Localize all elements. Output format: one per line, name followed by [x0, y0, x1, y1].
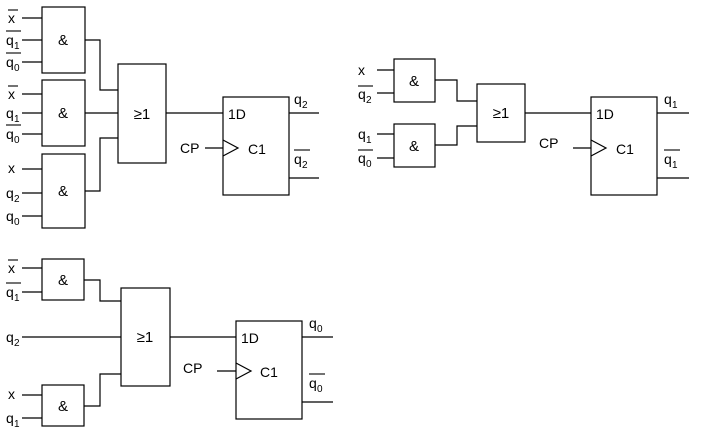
svg-text:q: q — [309, 315, 317, 331]
svg-text:0: 0 — [366, 159, 372, 170]
svg-text:q: q — [309, 375, 317, 391]
svg-text:q: q — [6, 329, 14, 345]
svg-text:2: 2 — [302, 160, 308, 171]
svg-text:q: q — [6, 54, 14, 70]
svg-text:q: q — [664, 91, 672, 107]
svg-text:0: 0 — [14, 135, 20, 146]
svg-text:q: q — [294, 151, 302, 167]
svg-text:q: q — [6, 185, 14, 201]
output-q1: q 1 — [664, 91, 678, 111]
svg-text:1: 1 — [14, 293, 20, 304]
svg-text:q: q — [6, 126, 14, 142]
svg-text:q: q — [6, 410, 14, 426]
svg-text:q: q — [6, 32, 14, 48]
input-x-d: x — [358, 62, 365, 78]
output-q0-bar: q 0 — [309, 373, 325, 395]
ff-d-label: 1D — [241, 330, 259, 346]
input-q2-c: q 2 — [6, 185, 20, 205]
and-gate-g — [41, 384, 85, 427]
d-flip-flop — [235, 320, 303, 420]
input-q0-bar-b: q 0 — [6, 124, 21, 146]
and-gate-g-label: & — [58, 398, 68, 415]
svg-text:1: 1 — [366, 135, 372, 146]
svg-text:1: 1 — [14, 41, 20, 52]
svg-text:0: 0 — [14, 217, 20, 228]
svg-text:1: 1 — [14, 419, 20, 430]
input-x-bar-a: x — [8, 10, 15, 26]
svg-text:2: 2 — [14, 194, 20, 205]
or-gate-label: ≥1 — [137, 329, 154, 346]
svg-text:q: q — [6, 105, 14, 121]
output-q0: q 0 — [309, 315, 323, 335]
output-q2-bar: q 2 — [294, 149, 310, 171]
svg-text:q: q — [358, 86, 366, 102]
input-q0-bar-e: q 0 — [358, 149, 373, 170]
input-q1-g: q 1 — [6, 410, 20, 430]
input-q1-bar-f: q 1 — [6, 282, 21, 304]
cp-label: CP — [183, 360, 202, 376]
and-gate-a-label: & — [58, 32, 68, 49]
ff-d-label: 1D — [596, 106, 614, 122]
svg-text:q: q — [358, 126, 366, 142]
and-gate-d — [393, 58, 436, 103]
input-q1-b: q 1 — [6, 105, 20, 125]
or-gate — [476, 83, 526, 143]
input-x-g: x — [8, 386, 15, 402]
or-gate — [120, 287, 171, 387]
ff-d-label: 1D — [228, 106, 246, 122]
input-x-c: x — [8, 160, 15, 176]
output-q1-bar: q 1 — [664, 149, 680, 171]
ff-clk-label: C1 — [616, 141, 634, 157]
input-q0-bar-a: q 0 — [6, 52, 21, 74]
svg-text:2: 2 — [302, 100, 308, 111]
circuit-q2: & x q 1 q 0 & x q 1 q 0 — [6, 6, 319, 229]
svg-text:0: 0 — [317, 324, 323, 335]
clock-triangle — [222, 139, 240, 157]
svg-text:q: q — [664, 151, 672, 167]
and-gate-d-label: & — [409, 73, 419, 90]
input-x-bar-f: x — [8, 260, 15, 276]
or-gate — [117, 63, 167, 164]
clock-triangle — [590, 139, 608, 157]
and-gate-f — [41, 258, 85, 301]
ff-clk-label: C1 — [260, 364, 278, 380]
and-gate-e-label: & — [409, 138, 419, 155]
cp-label: CP — [539, 135, 558, 151]
svg-text:0: 0 — [14, 63, 20, 74]
svg-text:2: 2 — [14, 338, 20, 349]
svg-text:2: 2 — [366, 95, 372, 106]
and-gate-f-label: & — [58, 272, 68, 289]
svg-text:0: 0 — [317, 384, 323, 395]
svg-text:q: q — [6, 208, 14, 224]
and-gate-a — [41, 6, 86, 74]
input-q1-e: q 1 — [358, 126, 372, 146]
ff-clk-label: C1 — [248, 141, 266, 157]
svg-text:1: 1 — [672, 100, 678, 111]
cp-label: CP — [180, 140, 199, 156]
circuit-q1: & x q 2 & q 1 q 0 ≥1 1D C1 CP — [358, 58, 689, 196]
or-gate-label: ≥1 — [493, 105, 510, 122]
input-x-bar-b: x — [8, 86, 15, 102]
or-gate-label: ≥1 — [134, 106, 151, 123]
svg-text:1: 1 — [672, 160, 678, 171]
and-gate-b-label: & — [58, 105, 68, 122]
svg-text:1: 1 — [14, 114, 20, 125]
svg-text:q: q — [6, 284, 14, 300]
svg-text:q: q — [358, 150, 366, 166]
clock-triangle — [235, 362, 253, 380]
input-q2-bar-d: q 2 — [358, 85, 373, 106]
input-q2: q 2 — [6, 329, 20, 349]
output-q2: q 2 — [294, 91, 308, 111]
and-gate-c-label: & — [58, 183, 68, 200]
circuit-q0: & x q 1 q 2 & x q 1 ≥1 1D C1 — [6, 258, 333, 430]
input-q1-bar-a: q 1 — [6, 30, 21, 52]
input-q0-c: q 0 — [6, 208, 20, 228]
svg-text:q: q — [294, 91, 302, 107]
